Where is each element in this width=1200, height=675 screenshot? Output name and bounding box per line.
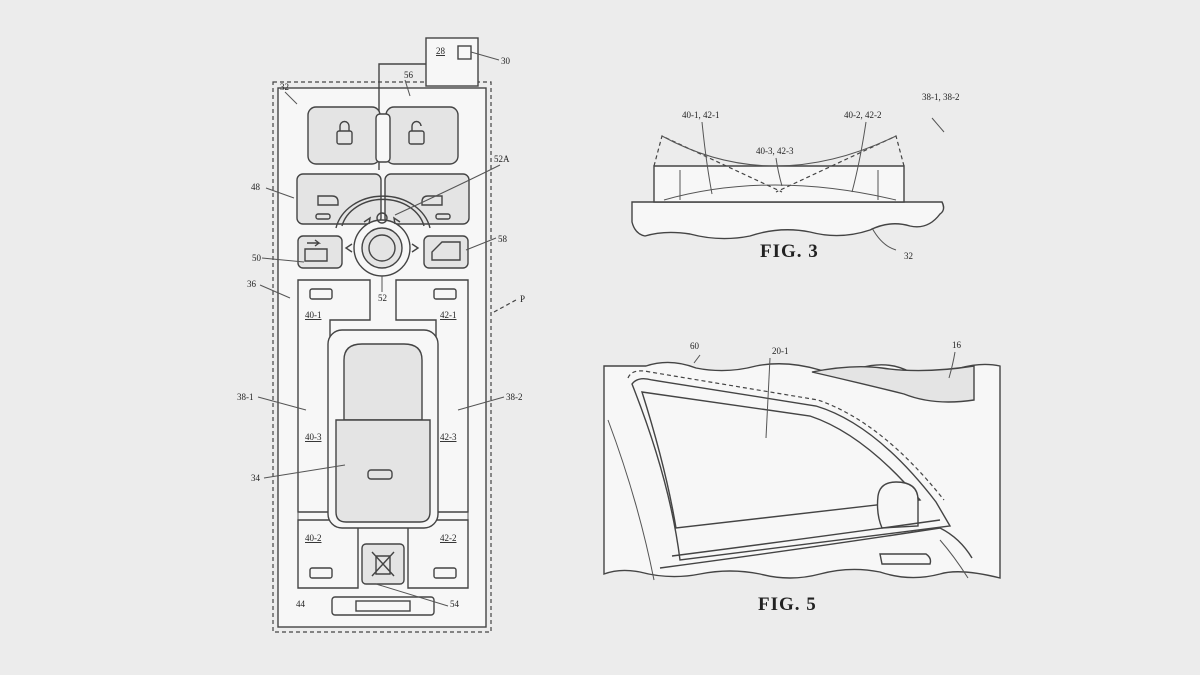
side-select-button-58[interactable]	[423, 235, 469, 269]
mirror-left-icon	[317, 195, 339, 206]
window-glass	[640, 391, 922, 529]
ref-42-2: 42-2	[440, 533, 457, 543]
fig3-ref-40-2-42-2: 40-2, 42-2	[844, 110, 882, 120]
fig3-ref-40-1-42-1: 40-1, 42-1	[682, 110, 720, 120]
ref-56: 56	[404, 70, 414, 80]
bottom-bar-44	[331, 596, 435, 616]
fig3-switch-profile: 40-1, 42-1 40-2, 42-2 40-3, 42-3 38-1, 3…	[631, 92, 960, 262]
ref-36: 36	[247, 279, 257, 289]
ref-58: 58	[498, 234, 508, 244]
mirror-joystick[interactable]	[335, 195, 431, 277]
ref-38-2: 38-2	[506, 392, 523, 402]
fig3-panel-base	[631, 201, 945, 240]
ref-54: 54	[450, 599, 460, 609]
child-lock-icon	[371, 551, 395, 577]
ref-52: 52	[378, 293, 387, 303]
ref-28: 28	[436, 46, 446, 56]
ref-40-1: 40-1	[305, 310, 322, 320]
window-frame	[631, 377, 952, 561]
ref-48: 48	[251, 182, 261, 192]
ref-30: 30	[501, 56, 511, 66]
ref-44: 44	[296, 599, 306, 609]
right-mirror-fold-button[interactable]	[384, 173, 470, 225]
unlock-button[interactable]	[385, 106, 459, 165]
padlock-closed-icon	[336, 120, 353, 145]
lock-divider-rocker	[375, 113, 391, 163]
fig5-vehicle-door: 60 20-1 16 FIG. 5	[603, 340, 1001, 615]
left-mirror-fold-button[interactable]	[296, 173, 382, 225]
side-select-button-50[interactable]	[297, 235, 343, 269]
padlock-open-icon	[408, 120, 425, 145]
fig3-caption: FIG. 3	[760, 241, 819, 262]
fig3-ref-32: 32	[904, 251, 913, 261]
side-mirror	[876, 481, 919, 529]
panel-perimeter-dashed	[272, 81, 492, 633]
fig5-ref-20-1: 20-1	[772, 346, 789, 356]
fig3-ref-40-3-42-3: 40-3, 42-3	[756, 146, 794, 156]
fig1-leader-lines	[257, 79, 517, 607]
ref-42-1: 42-1	[440, 310, 457, 320]
fig3-ref-38-1-38-2: 38-1, 38-2	[922, 92, 960, 102]
trim-dashed-60	[627, 370, 945, 501]
ref-34: 34	[251, 473, 261, 483]
fig5-ref-60: 60	[690, 341, 700, 351]
ref-32: 32	[280, 82, 289, 92]
fig5-caption: FIG. 5	[758, 594, 817, 615]
fig1-control-panel: 32 28 30 56 48 52A 50 58 36 52 P 40-1 42…	[237, 37, 525, 633]
lock-button[interactable]	[307, 106, 381, 165]
ref-42-3: 42-3	[440, 432, 457, 442]
ref-50: 50	[252, 253, 262, 263]
ref-52a: 52A	[494, 154, 510, 164]
ref-40-2: 40-2	[305, 533, 322, 543]
ref-40-3: 40-3	[305, 432, 322, 442]
controller-box	[425, 37, 479, 87]
fig5-ref-16: 16	[952, 340, 962, 350]
mirror-right-icon	[421, 195, 443, 206]
ref-p: P	[520, 294, 525, 304]
ref-38-1: 38-1	[237, 392, 254, 402]
